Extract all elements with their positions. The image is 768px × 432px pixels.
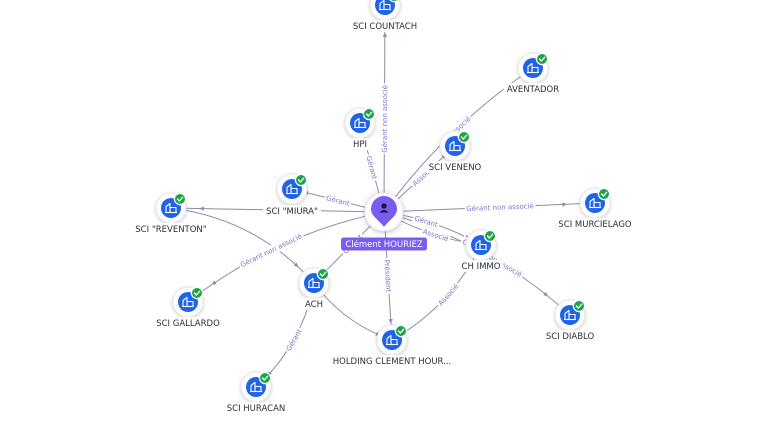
building-icon bbox=[564, 309, 576, 321]
company-node-hpi[interactable]: HPI bbox=[344, 107, 376, 150]
edge-line-e_holding_chimmo bbox=[391, 244, 482, 341]
company-label-bg bbox=[349, 138, 371, 150]
verified-check-icon bbox=[572, 299, 586, 313]
edge-label-e_gallardo: Gérant non associé bbox=[239, 232, 303, 269]
building-icon bbox=[475, 239, 487, 251]
company-node-ach[interactable]: ACH bbox=[298, 267, 330, 310]
person-label-bg bbox=[341, 237, 427, 251]
verified-check-icon bbox=[173, 192, 187, 206]
company-node-diablo[interactable]: SCI DIABLO bbox=[542, 299, 598, 342]
company-label-ach: ACH bbox=[305, 300, 323, 310]
company-label-aventador: AVENTADOR bbox=[507, 85, 559, 95]
company-label-bg bbox=[503, 83, 563, 95]
edge-arrow-e_murcielago bbox=[562, 202, 567, 207]
building-icon bbox=[527, 62, 539, 74]
company-label-bg bbox=[329, 355, 455, 367]
building-icon bbox=[165, 202, 177, 214]
company-label-chimmo: CH IMMO bbox=[462, 262, 501, 272]
verified-check-icon bbox=[362, 107, 376, 121]
edge-label-bg bbox=[411, 212, 441, 230]
person-node[interactable]: Clément HOURIEZ bbox=[341, 186, 427, 251]
verified-check-icon bbox=[483, 229, 497, 243]
verified-check-icon bbox=[190, 286, 204, 300]
edge-arrow-e_gallardo bbox=[211, 280, 217, 285]
company-label-bg bbox=[223, 402, 289, 414]
edge-arrow-e_reventon bbox=[199, 206, 204, 211]
building-icon bbox=[286, 183, 298, 195]
company-label-reventon: SCI "REVENTON" bbox=[135, 225, 207, 235]
company-label-holding: HOLDING CLEMENT HOUR... bbox=[333, 357, 452, 367]
company-node-aventador[interactable]: AVENTADOR bbox=[503, 52, 563, 95]
edge-label-bg bbox=[282, 325, 305, 355]
building-icon bbox=[589, 197, 601, 209]
edge-line-e_reventon_ach bbox=[170, 207, 315, 284]
building-icon bbox=[386, 334, 398, 346]
company-label-huracan: SCI HURACAN bbox=[227, 404, 286, 414]
edge-label-e_countach: Gérant non associé bbox=[381, 85, 389, 153]
edge-line-e_gallardo bbox=[187, 211, 385, 303]
verified-check-icon bbox=[457, 130, 471, 144]
company-label-diablo: SCI DIABLO bbox=[546, 332, 595, 342]
edge-arrow-e_countach bbox=[382, 32, 388, 37]
company-label-hpi: HPI bbox=[353, 140, 367, 150]
edge-label-e_hpi: Gérant bbox=[364, 155, 378, 181]
building-icon bbox=[250, 381, 262, 393]
edge-label-bg bbox=[379, 83, 390, 155]
company-node-holding[interactable]: HOLDING CLEMENT HOUR... bbox=[329, 324, 455, 367]
edge-label-bg bbox=[434, 280, 462, 309]
company-label-veneno: SCI VENENO bbox=[429, 163, 482, 173]
edge-arrow-e_reventon_ach bbox=[293, 262, 299, 268]
edge-label-bg bbox=[363, 153, 381, 182]
company-node-reventon[interactable]: SCI "REVENTON" bbox=[132, 192, 210, 235]
edge-label-e_miura: Gérant bbox=[325, 194, 351, 208]
company-node-chimmo[interactable]: CH IMMO bbox=[458, 229, 504, 272]
company-label-bg bbox=[263, 205, 321, 217]
building-icon bbox=[354, 117, 366, 129]
verified-check-icon bbox=[294, 173, 308, 187]
company-label-murcielago: SCI MURCIELAGO bbox=[558, 220, 632, 230]
edge-label-e_murcielago: Gérant non associé bbox=[466, 202, 534, 213]
company-label-bg bbox=[458, 260, 504, 272]
verified-check-icon bbox=[258, 371, 272, 385]
company-label-bg bbox=[555, 218, 635, 230]
edge-label-bg bbox=[464, 200, 536, 214]
company-label-bg bbox=[153, 317, 223, 329]
verified-check-icon bbox=[316, 267, 330, 281]
building-icon bbox=[308, 277, 320, 289]
company-label-miura: SCI "MIURA" bbox=[266, 207, 318, 217]
edge-label-e_holding: Président bbox=[382, 259, 392, 292]
edge-label-bg bbox=[323, 192, 353, 209]
company-label-bg bbox=[302, 298, 326, 310]
company-node-countach[interactable]: SCI COUNTACH bbox=[349, 0, 421, 32]
company-label-bg bbox=[132, 223, 210, 235]
company-node-huracan[interactable]: SCI HURACAN bbox=[223, 371, 289, 414]
company-label-bg bbox=[542, 330, 598, 342]
company-label-bg bbox=[349, 20, 421, 32]
edge-label-bg bbox=[237, 230, 305, 271]
verified-check-icon bbox=[394, 324, 408, 338]
nodes-layer: Clément HOURIEZ SCI COUNTACH AVENTADOR HPI S… bbox=[132, 0, 635, 414]
edge-label-bg bbox=[420, 225, 452, 245]
company-node-gallardo[interactable]: SCI GALLARDO bbox=[153, 286, 223, 329]
verified-check-icon bbox=[597, 187, 611, 201]
verified-check-icon bbox=[535, 52, 549, 66]
person-icon bbox=[379, 203, 389, 213]
person-label: Clément HOURIEZ bbox=[345, 239, 423, 250]
edge-arrow-e_diablo bbox=[543, 291, 549, 297]
company-label-bg bbox=[425, 161, 485, 173]
company-node-veneno[interactable]: SCI VENENO bbox=[425, 130, 485, 173]
verified-check-icon bbox=[389, 0, 399, 3]
building-icon bbox=[182, 296, 194, 308]
company-node-murcielago[interactable]: SCI MURCIELAGO bbox=[555, 187, 635, 230]
building-icon bbox=[379, 0, 391, 11]
company-label-gallardo: SCI GALLARDO bbox=[156, 319, 220, 329]
company-label-countach: SCI COUNTACH bbox=[353, 22, 417, 32]
company-node-miura[interactable]: SCI "MIURA" bbox=[263, 173, 321, 217]
building-icon bbox=[449, 140, 461, 152]
edge-label-e_holding_chimmo: Associé bbox=[437, 282, 460, 307]
edge-label-bg bbox=[381, 257, 395, 295]
edge-arrow-e_holding bbox=[388, 318, 393, 324]
